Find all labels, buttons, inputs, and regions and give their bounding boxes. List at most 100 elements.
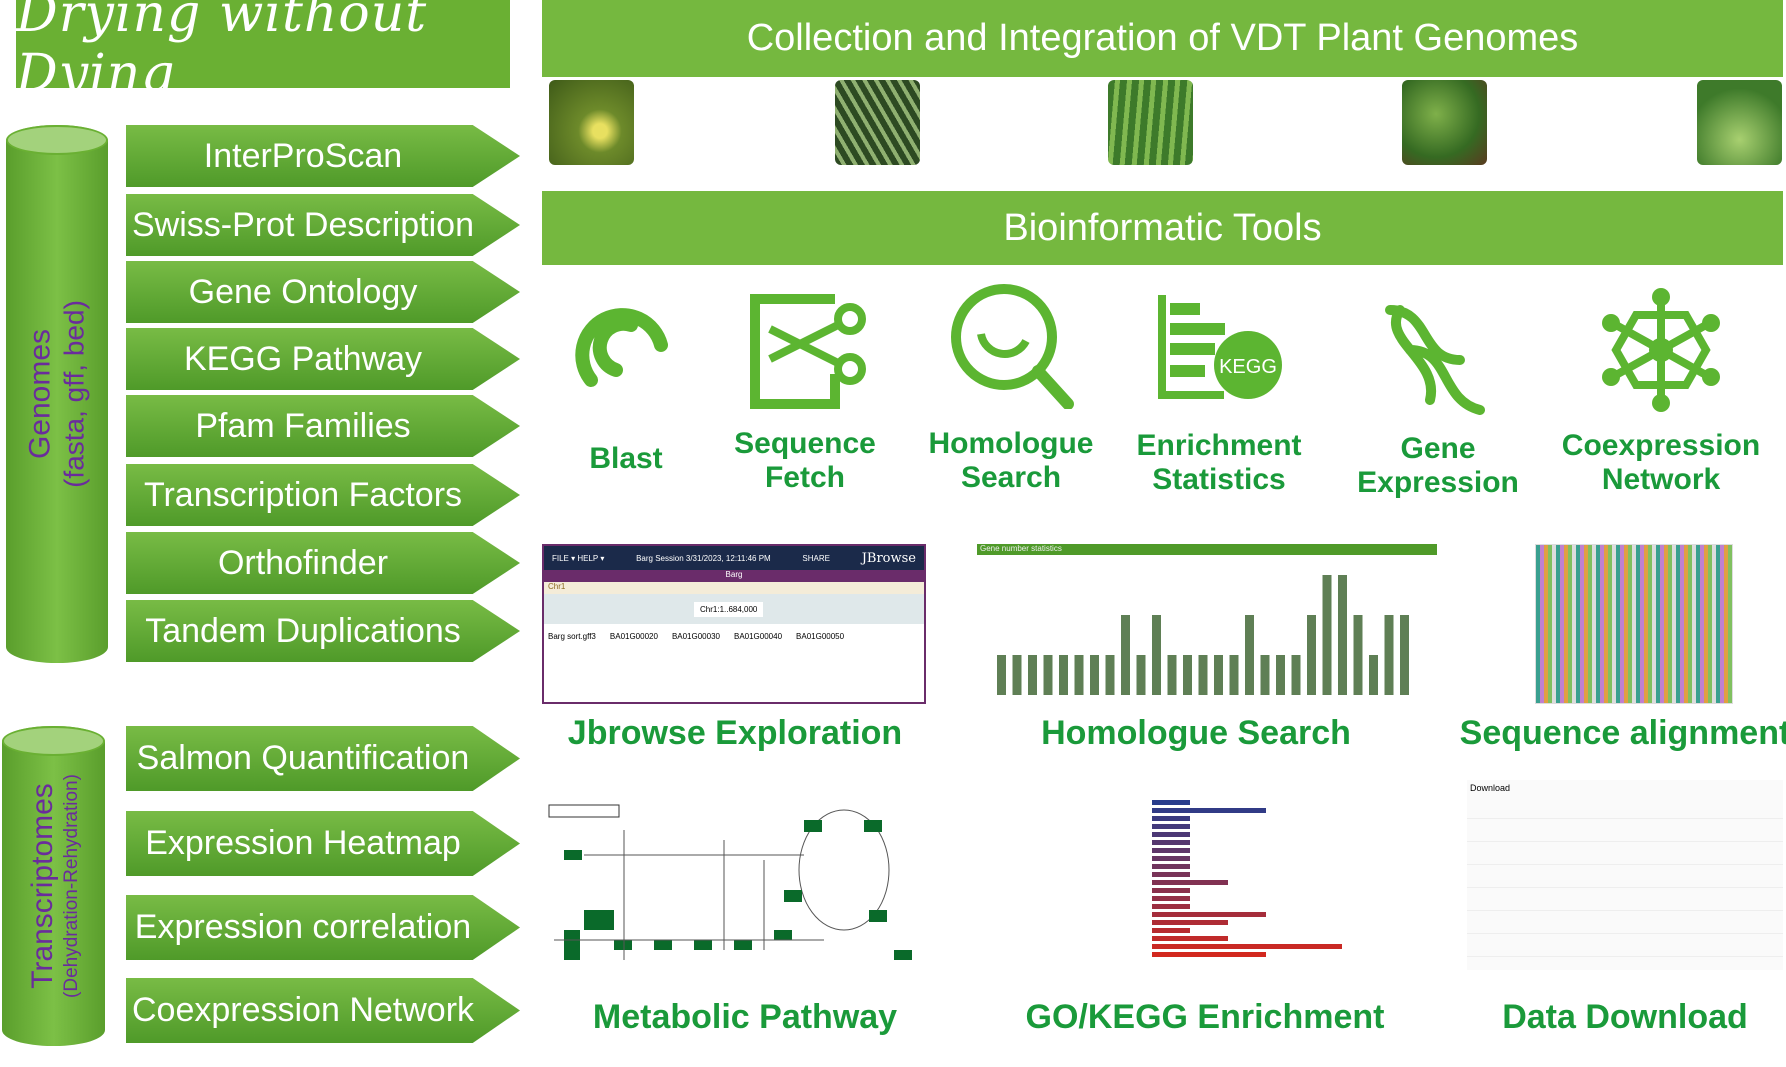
chart-bar — [1012, 655, 1022, 695]
genomes-header: Collection and Integration of VDT Plant … — [542, 0, 1783, 77]
tool-label: Gene — [1400, 432, 1476, 465]
chart-bar — [1214, 655, 1223, 695]
gene-feature: BA01G00030 — [671, 632, 720, 641]
tool-label: Statistics — [1152, 463, 1286, 496]
arrow-coexpression: Coexpression Network — [126, 978, 520, 1043]
blast-icon[interactable] — [561, 285, 691, 415]
feature-jbrowse: Jbrowse Exploration — [567, 714, 903, 752]
arrow-salmon: Salmon Quantification — [126, 726, 520, 791]
feature-homologue-search: Homologue Search — [1041, 714, 1351, 752]
enrichment-bar — [1152, 904, 1190, 909]
plant-photo — [835, 80, 920, 165]
feature-metabolic-pathway: Metabolic Pathway — [592, 998, 898, 1036]
chart-bar — [1400, 615, 1409, 695]
dna-icon[interactable] — [1370, 290, 1500, 420]
arrow-tf: Transcription Factors — [126, 464, 520, 526]
gene-feature: BA01G00040 — [733, 632, 783, 641]
scissors-icon[interactable] — [740, 279, 870, 409]
plant-photo — [1697, 80, 1782, 165]
jbrowse-view-title: Barg — [544, 570, 924, 582]
tool-label: Coexpression — [1561, 429, 1761, 462]
enrichment-bar — [1152, 928, 1190, 933]
chart-bar — [1338, 575, 1347, 695]
feature-sequence-alignment: Sequence alignment — [1459, 714, 1786, 752]
tool-blast[interactable]: Blast — [526, 442, 726, 476]
chart-bar — [1276, 655, 1285, 695]
chart-bar — [1198, 655, 1208, 695]
chart-bar — [1028, 655, 1037, 695]
jbrowse-share: SHARE — [802, 553, 830, 563]
enrichment-bar — [1152, 840, 1190, 845]
chart-bar — [1136, 655, 1146, 695]
chart-bar — [1152, 615, 1161, 695]
chart-bar — [1291, 655, 1301, 695]
arrow-gene-ontology: Gene Ontology — [126, 261, 520, 323]
plant-photo — [1108, 80, 1193, 165]
arrow-heatmap: Expression Heatmap — [126, 811, 520, 876]
chart-bar — [1229, 655, 1239, 695]
genomes-formats: (fasta, gff, bed) — [58, 300, 90, 488]
enrichment-bar — [1152, 920, 1228, 925]
enrichment-bar — [1152, 848, 1190, 853]
chart-bar — [1353, 615, 1363, 695]
arrow-interproscan: InterProScan — [126, 125, 520, 187]
chart-bar — [997, 655, 1006, 695]
enrichment-bar — [1152, 824, 1190, 829]
enrichment-bar — [1152, 944, 1342, 949]
chart-title: Gene number statistics — [977, 544, 1437, 555]
arrow-correlation: Expression correlation — [126, 895, 520, 960]
chart-bar — [1043, 655, 1053, 695]
download-title: Download — [1470, 783, 1511, 793]
logo: Drying without Dying — [16, 0, 510, 104]
go-kegg-enrichment-chart — [1152, 800, 1342, 957]
jbrowse-track: Barg sort.gff3 — [548, 632, 596, 641]
bar-chart — [997, 575, 1409, 695]
enrichment-bar — [1152, 888, 1190, 893]
chart-bar — [1090, 655, 1099, 695]
jbrowse-chrom: Chr1 — [544, 582, 924, 594]
arrow-pfam: Pfam Families — [126, 395, 520, 457]
chart-bar — [1105, 655, 1115, 695]
jbrowse-menu: FILE ▾ HELP ▾ — [552, 553, 605, 563]
transcriptomes-cylinder: Transcriptomes(Dehydration-Rehydration) — [2, 726, 105, 1046]
chart-bar — [1260, 655, 1270, 695]
genomes-label: Genomes — [23, 328, 57, 460]
arrow-tandem: Tandem Duplications — [126, 600, 520, 662]
enrichment-bar — [1152, 896, 1190, 901]
tool-label: Enrichment — [1136, 429, 1302, 462]
enrichment-bar — [1152, 808, 1266, 813]
plant-photo — [1402, 80, 1487, 165]
enrichment-bar — [1152, 864, 1190, 869]
feature-data-download: Data Download — [1502, 998, 1748, 1036]
tool-label: Fetch — [764, 461, 845, 494]
enrichment-bar — [1152, 872, 1190, 877]
tool-label: Search — [960, 461, 1062, 494]
enrichment-bar — [1152, 832, 1190, 837]
chart-bar — [1074, 655, 1084, 695]
search-icon[interactable] — [946, 279, 1076, 409]
chart-bar — [1121, 615, 1130, 695]
enrichment-bar — [1152, 816, 1190, 821]
chart-bar — [1245, 615, 1254, 695]
enrichment-bar — [1152, 856, 1190, 861]
homologue-chart: Gene number statistics — [977, 544, 1437, 704]
chart-bar — [1059, 655, 1068, 695]
svg-text:KEGG: KEGG — [1219, 356, 1277, 378]
enrichment-bar — [1152, 936, 1228, 941]
sequence-alignment-screenshot — [1535, 544, 1733, 704]
chart-bar — [1307, 615, 1316, 695]
arrow-swissprot: Swiss-Prot Description — [126, 194, 520, 256]
enrichment-bar — [1152, 800, 1190, 805]
chart-bar — [1322, 575, 1332, 695]
kegg-chart-icon[interactable]: KEGG — [1154, 285, 1284, 415]
jbrowse-brand: JBrowse — [861, 550, 916, 566]
chart-bar — [1369, 655, 1378, 695]
enrichment-bar — [1152, 880, 1228, 885]
network-icon[interactable] — [1596, 285, 1726, 415]
arrow-kegg: KEGG Pathway — [126, 328, 520, 390]
